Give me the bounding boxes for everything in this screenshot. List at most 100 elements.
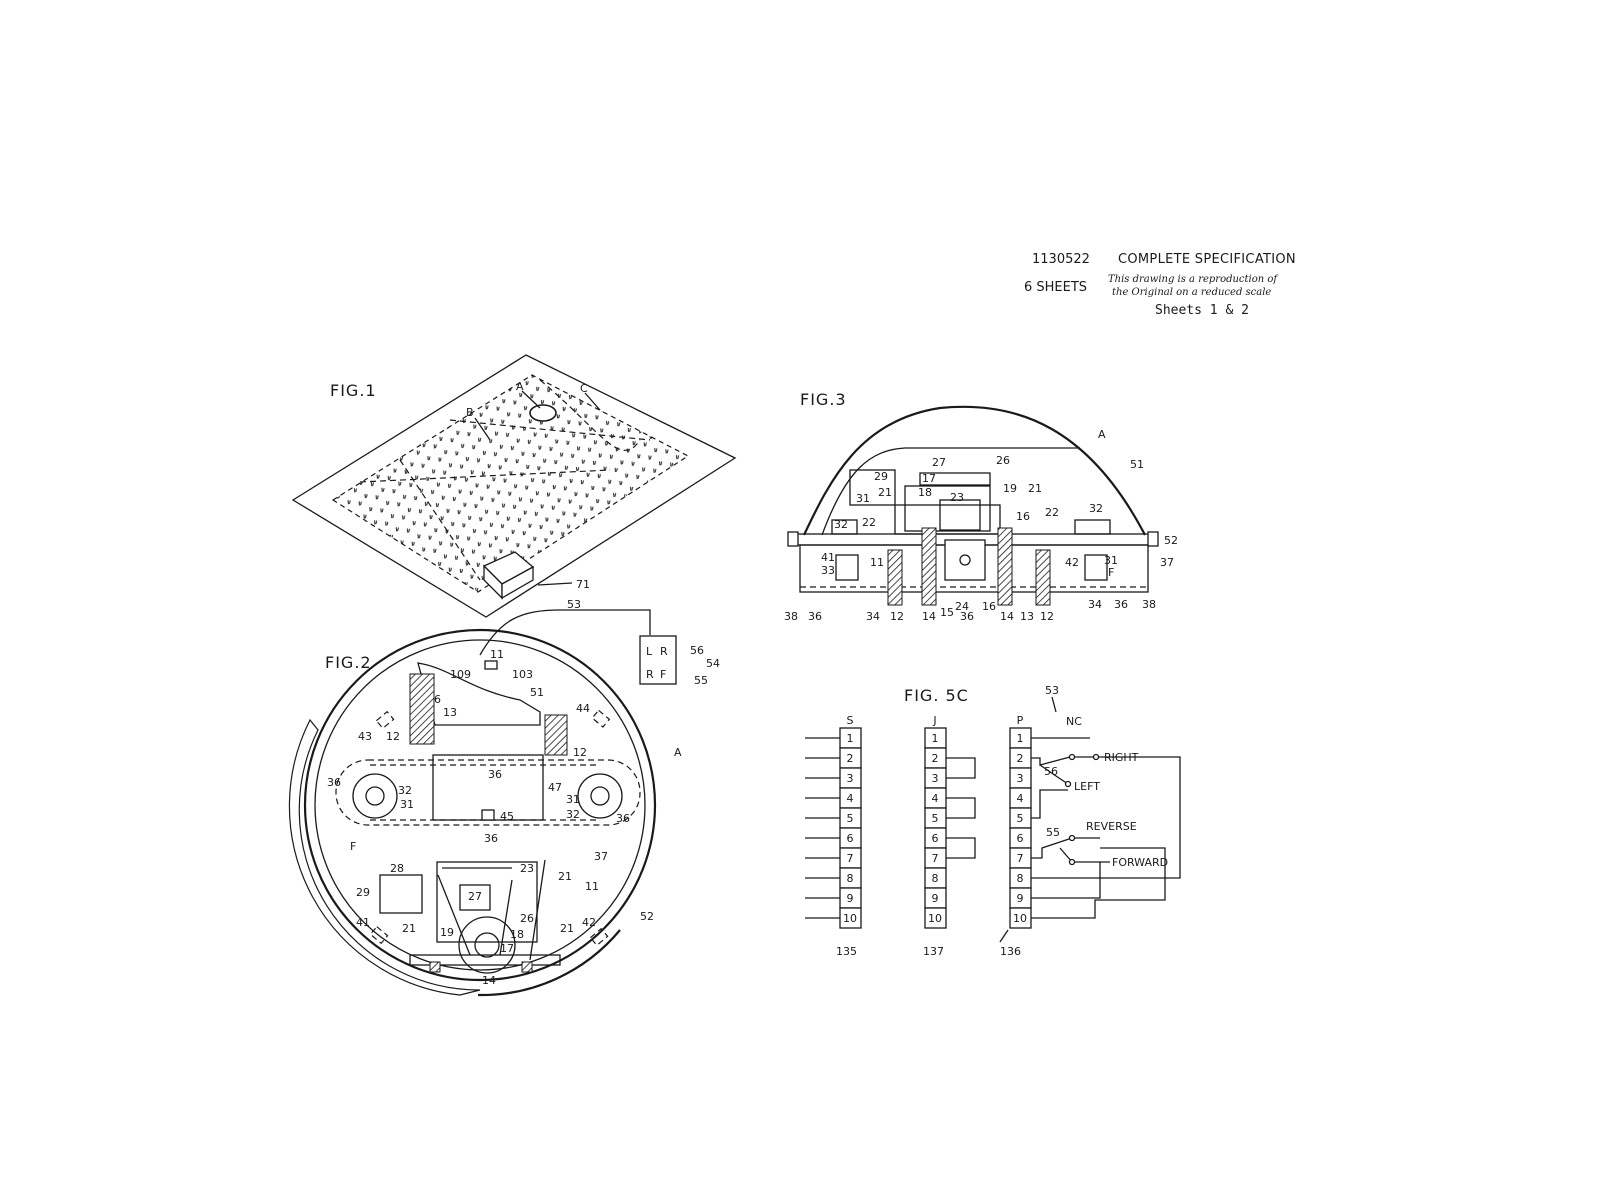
fig3-label-a: A: [1098, 428, 1106, 441]
patent-number: 1130522: [1032, 252, 1090, 267]
fig1-leaders: [474, 390, 601, 586]
cutter-linkage: [437, 859, 546, 961]
switch-contact-right2: [1092, 753, 1100, 761]
gearbox-27: [459, 884, 491, 911]
cutter-frame: [436, 861, 538, 943]
cutter-disc-18: [458, 916, 516, 974]
fig3-label-36c: 36: [1114, 598, 1128, 611]
fig2-label-47: 47: [548, 781, 562, 794]
fig3-label-37: 37: [1160, 556, 1174, 569]
fig2-label-f-frame: F: [350, 840, 356, 853]
mower-outer-shell: [303, 628, 657, 982]
bumper-right-52: [1147, 531, 1159, 547]
fig2-label-21b: 21: [402, 922, 416, 935]
motor-29: [379, 874, 423, 914]
fig2-label-103: 103: [512, 668, 533, 681]
fig2-label-36d: 36: [484, 832, 498, 845]
wire-right: [1031, 756, 1098, 766]
terminal-j-5-label: 5: [932, 812, 939, 825]
fig2-label-12a: 12: [386, 730, 400, 743]
strip-s-foot: 135: [836, 945, 857, 958]
strip-j-head: J: [932, 714, 936, 727]
bumper-arc: [288, 718, 481, 996]
battery-12-left: [887, 549, 903, 606]
switch-contact-left: [1064, 780, 1072, 788]
fig3-label-29: 29: [874, 470, 888, 483]
fig5c: FIG. 5C 53 NC S 1 2 3 4 5 6 7 8 9 10 135: [805, 684, 1181, 958]
sensor-42: [1084, 554, 1108, 581]
switch-label-left: LEFT: [1074, 780, 1100, 793]
wire-loop-lower: [1031, 847, 1166, 919]
fig3-label-16a: 16: [1016, 510, 1030, 523]
terminal-p-9-label: 9: [1017, 892, 1024, 905]
fig3-label-38b: 38: [1142, 598, 1156, 611]
switch-label-56: 56: [1044, 765, 1058, 778]
switch-label-forward: FORWARD: [1112, 856, 1168, 869]
fig3-label-51: 51: [1130, 458, 1144, 471]
fig5c-label-nc: NC: [1066, 715, 1082, 728]
switch-contact-forward: [1068, 858, 1076, 866]
fig3-label-41: 41: [821, 551, 835, 564]
fig2-label-a: A: [674, 746, 682, 759]
fig2-label-53: 53: [567, 598, 581, 611]
spec-title: COMPLETE SPECIFICATION: [1118, 252, 1296, 267]
terminal-p-4-label: 4: [1017, 792, 1024, 805]
cutter-plate-14: [409, 954, 561, 966]
base-station-front: [501, 565, 534, 600]
wire-loop-right: [1031, 756, 1181, 879]
fig3-label-22b: 22: [1045, 506, 1059, 519]
reproduction-note-line2: the Original on a reduced scale: [1112, 287, 1272, 298]
fig2-label-13: 13: [443, 706, 457, 719]
fig3-label-52: 52: [1164, 534, 1178, 547]
terminal-s-2-label: 2: [847, 752, 854, 765]
fig2-label-r2: R: [646, 668, 654, 681]
terminal-s-4-label: 4: [847, 792, 854, 805]
terminal-strip-j: J 1 2 3 4 5 6 7 8 9 10 137: [923, 714, 976, 958]
fig2-label-36b: 36: [488, 768, 502, 781]
fig2-label-109: 109: [450, 668, 471, 681]
fig2-label-19: 19: [440, 926, 454, 939]
switch-label-reverse: REVERSE: [1086, 820, 1137, 833]
part-23: [939, 499, 981, 531]
part-32-left: [831, 519, 858, 535]
fig3: FIG.3 A 51 27 26: [784, 390, 1178, 623]
fig2-label-37: 37: [594, 850, 608, 863]
fig2-label-11a: 11: [490, 648, 504, 661]
fig2-label-l: L: [646, 645, 653, 658]
terminal-p-10-label: 10: [1013, 912, 1027, 925]
gearbox-18: [904, 485, 991, 532]
battery-14-left: [921, 527, 937, 606]
fig1-title: FIG.1: [330, 381, 377, 400]
fig2-label-21a: 21: [558, 870, 572, 883]
fig2-label-f: F: [660, 668, 666, 681]
fig2-label-36a: 36: [327, 776, 341, 789]
track-hub-right: [590, 786, 610, 806]
mower-path-lines: [359, 379, 651, 581]
fig2-label-26: 26: [520, 912, 534, 925]
terminal-j-7-label: 7: [932, 852, 939, 865]
sheet-subtitle: Sheets 1 & 2: [1155, 303, 1249, 318]
fig3-label-14a: 14: [922, 610, 936, 623]
fig3-label-12a: 12: [890, 610, 904, 623]
battery-left: [409, 673, 435, 745]
fig2-label-52: 52: [640, 910, 654, 923]
switch-contact-reverse: [1068, 834, 1076, 842]
cutter-motor-24: [944, 539, 986, 581]
fig2-label-21c: 21: [560, 922, 574, 935]
track-hub-left: [365, 786, 385, 806]
fig3-label-33: 33: [821, 564, 835, 577]
fig2-label-32b: 32: [566, 808, 580, 821]
skid-left: [429, 961, 441, 973]
terminal-j-2-label: 2: [932, 752, 939, 765]
fig3-label-22a: 22: [862, 516, 876, 529]
skid-right: [521, 961, 533, 973]
sensor-42: [589, 927, 609, 947]
strip-s-head: S: [847, 714, 854, 727]
frame-22: [894, 504, 1001, 535]
reproduction-note-line1: This drawing is a reproduction of: [1108, 274, 1278, 285]
mower-inner-shell: [314, 639, 646, 971]
motor-29: [849, 469, 896, 506]
terminal-p-6-label: 6: [1017, 832, 1024, 845]
fig5c-label-53: 53: [1045, 684, 1059, 697]
